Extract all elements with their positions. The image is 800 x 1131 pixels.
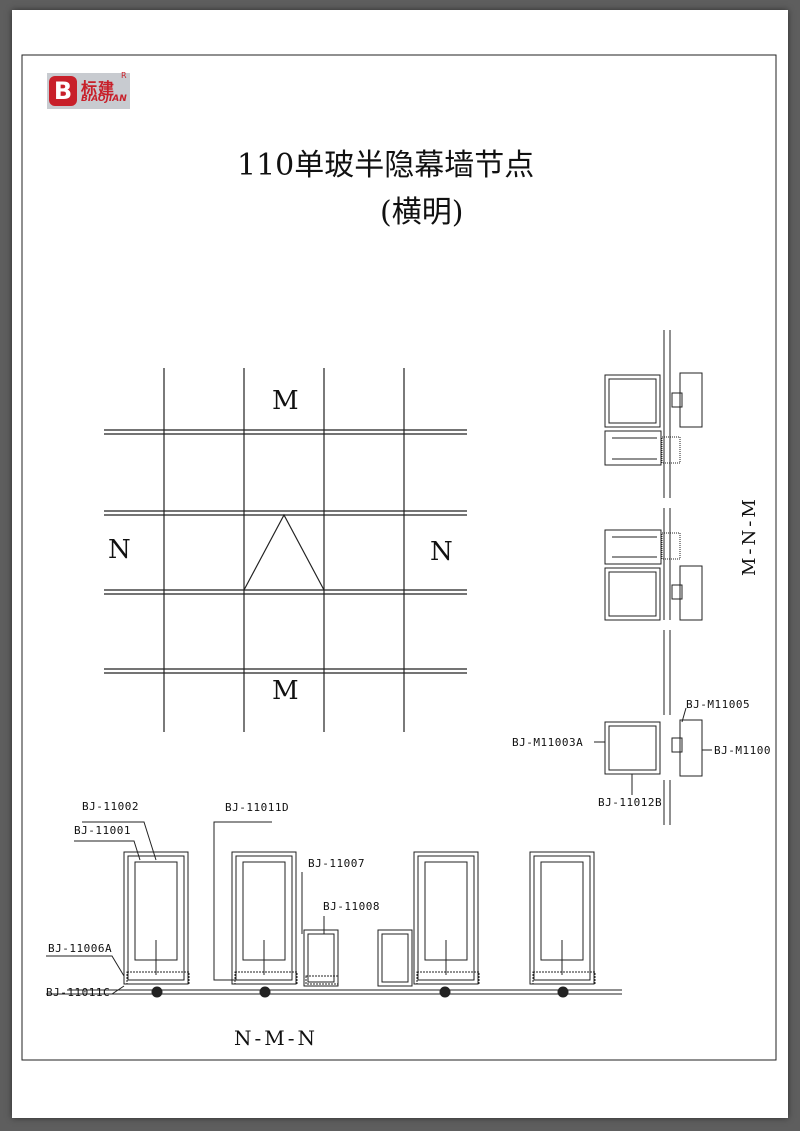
registered-mark: R	[121, 71, 127, 80]
company-logo: B 标建 BIAOJIAN R	[47, 71, 130, 109]
logo-mark: B	[49, 76, 77, 106]
elevation-label-left: N	[108, 535, 131, 565]
part-label-bj-11011d: BJ-11011D	[225, 801, 290, 814]
page-title: 110单玻半隐幕墙节点	[237, 148, 535, 183]
logo-english-text: BIAOJIAN	[81, 94, 127, 104]
page-subtitle: (横明)	[380, 195, 464, 230]
elevation-grid	[104, 368, 467, 732]
part-label-bj-11002: BJ-11002	[82, 800, 139, 813]
part-label-bj-m11003a: BJ-M11003A	[512, 736, 584, 749]
open-sash-triangle	[243, 513, 325, 591]
page-frame	[21, 54, 777, 1061]
part-label-bj-11001: BJ-11001	[74, 824, 131, 837]
part-label-bj-11007: BJ-11007	[308, 857, 365, 870]
elevation-label-right: N	[430, 537, 453, 567]
part-label-bj-11008: BJ-11008	[323, 900, 380, 913]
part-label-bj-11006a: BJ-11006A	[48, 942, 113, 955]
horizontal-section-title: N-M-N	[234, 1026, 318, 1050]
elevation-label-bottom: M	[272, 676, 299, 706]
drawing-canvas	[21, 54, 777, 1061]
drawing-sheet: B 标建 BIAOJIAN R 110单玻半隐幕墙节点 (横明) M M N N…	[12, 10, 788, 1118]
part-label-bj-m11005: BJ-M11005	[686, 698, 751, 711]
horizontal-section-drawing	[46, 821, 622, 998]
part-label-bj-m1100: BJ-M1100	[714, 744, 771, 757]
part-label-bj-11011c: BJ-11011C	[46, 986, 111, 999]
part-label-bj-11012b: BJ-11012B	[598, 796, 663, 809]
vertical-section-drawing	[594, 330, 712, 825]
vertical-section-title: M-N-M	[739, 496, 760, 576]
logo-chinese-text: 标建	[81, 79, 116, 98]
elevation-label-top: M	[272, 386, 299, 416]
